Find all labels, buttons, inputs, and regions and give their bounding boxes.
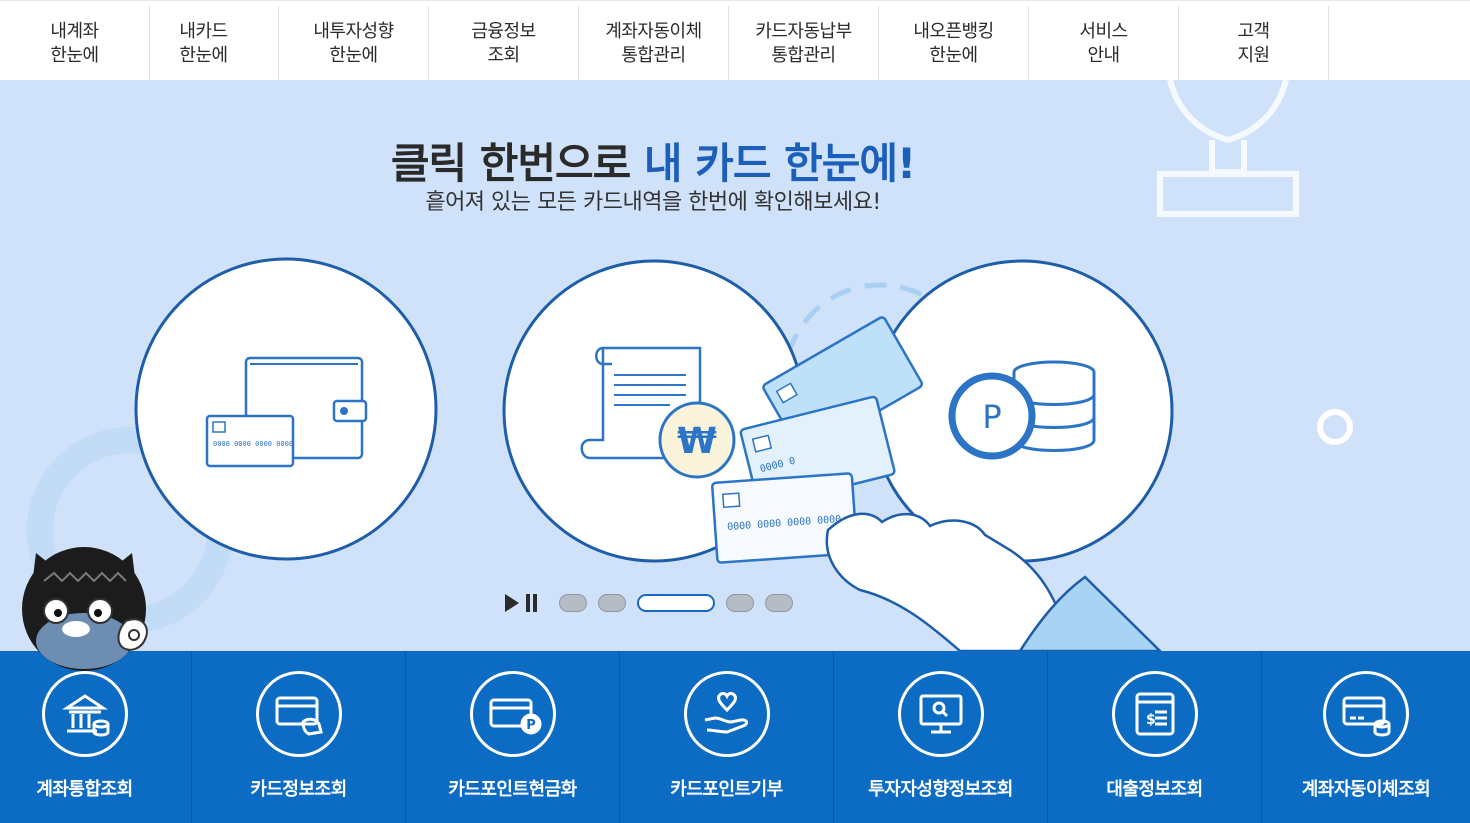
quick-loan-inquiry[interactable]: $ 대출정보조회 bbox=[1048, 651, 1262, 823]
auto-transfer-icon bbox=[1323, 671, 1409, 757]
nav-financial-info[interactable]: 금융정보 조회 bbox=[429, 6, 579, 81]
quick-label: 투자자성향정보조회 bbox=[868, 779, 1013, 800]
nav-label: 내계좌 한눈에 bbox=[50, 20, 99, 66]
slide-dot-active[interactable] bbox=[637, 594, 715, 612]
mascot-character bbox=[22, 547, 148, 671]
quick-label: 카드포인트현금화 bbox=[448, 779, 577, 800]
wallet-illustration: 0000 0000 0000 0000 bbox=[134, 257, 438, 561]
heart-hand-icon bbox=[683, 671, 770, 757]
bank-icon bbox=[41, 671, 128, 757]
monitor-search-icon bbox=[897, 671, 984, 757]
point-illustration: P bbox=[870, 259, 1174, 563]
banner-subline: 흩어져 있는 모든 카드내역을 한번에 확인해보세요! bbox=[425, 190, 881, 215]
nav-label: 금융정보 조회 bbox=[471, 20, 536, 66]
slide-dot[interactable] bbox=[765, 594, 793, 612]
slide-dot[interactable] bbox=[726, 594, 754, 612]
quick-label: 계좌자동이체조회 bbox=[1301, 779, 1431, 800]
nav-account-auto-transfer[interactable]: 계좌자동이체 통합관리 bbox=[579, 6, 729, 81]
card-point-icon: P bbox=[469, 671, 556, 757]
nav-open-banking[interactable]: 내오픈뱅킹 한눈에 bbox=[879, 6, 1029, 81]
quick-investment-profile[interactable]: 투자자성향정보조회 bbox=[834, 651, 1048, 823]
nav-label: 서비스 안내 bbox=[1079, 20, 1128, 66]
nav-my-investment-profile[interactable]: 내투자성향 한눈에 bbox=[279, 6, 429, 81]
nav-label: 내오픈뱅킹 한눈에 bbox=[913, 20, 994, 66]
quick-auto-transfer-inquiry[interactable]: 계좌자동이체조회 bbox=[1262, 651, 1470, 823]
loan-document-icon: $ bbox=[1111, 671, 1198, 757]
banner-headline: 클릭 한번으로 내 카드 한눈에! bbox=[0, 130, 1306, 191]
point-letter: P bbox=[982, 398, 1001, 436]
headline-highlight: 내 카드 한눈에! bbox=[643, 139, 916, 188]
nav-service-guide[interactable]: 서비스 안내 bbox=[1029, 6, 1179, 81]
trophy-outline bbox=[1157, 80, 1299, 217]
nav-label: 고객 지원 bbox=[1237, 20, 1270, 66]
quick-label: 계좌통합조회 bbox=[36, 779, 133, 800]
top-navigation: 내계좌 한눈에 내카드 한눈에 내투자성향 한눈에 금융정보 조회 계좌자동이체… bbox=[0, 0, 1470, 81]
slide-dot[interactable] bbox=[598, 594, 626, 612]
card-lookup-icon bbox=[255, 671, 342, 757]
hero-banner: 0000 0000 0000 0000 ₩ P bbox=[0, 80, 1470, 651]
quick-card-point-cash[interactable]: P 카드포인트현금화 bbox=[406, 651, 620, 823]
play-icon[interactable] bbox=[505, 594, 519, 612]
pause-icon[interactable] bbox=[525, 594, 539, 612]
card-fan: 0000 0 0000 0000 0000 0000 bbox=[711, 316, 1162, 651]
quick-card-point-donation[interactable]: 카드포인트기부 bbox=[620, 651, 834, 823]
nav-card-auto-payment[interactable]: 카드자동납부 통합관리 bbox=[729, 6, 879, 81]
slider-controls bbox=[505, 592, 804, 614]
svg-text:$: $ bbox=[1146, 712, 1156, 728]
nav-my-accounts[interactable]: 내계좌 한눈에 bbox=[0, 6, 150, 81]
quick-label: 카드정보조회 bbox=[250, 779, 347, 800]
quick-label: 카드포인트기부 bbox=[670, 779, 783, 800]
quick-account-inquiry[interactable]: 계좌통합조회 bbox=[0, 651, 192, 823]
nav-label: 계좌자동이체 통합관리 bbox=[605, 20, 702, 66]
decor-small-ring bbox=[1317, 409, 1353, 445]
nav-label: 내카드 한눈에 bbox=[179, 20, 228, 66]
nav-label: 내투자성향 한눈에 bbox=[313, 20, 394, 66]
svg-text:P: P bbox=[526, 718, 536, 733]
won-symbol: ₩ bbox=[677, 421, 717, 462]
banner-illustration: 0000 0000 0000 0000 ₩ P bbox=[27, 80, 1353, 651]
wallet-card-number: 0000 0000 0000 0000 bbox=[213, 440, 293, 448]
headline-prefix: 클릭 한번으로 bbox=[390, 139, 644, 188]
quick-card-inquiry[interactable]: 카드정보조회 bbox=[192, 651, 406, 823]
slide-dot[interactable] bbox=[559, 594, 587, 612]
nav-label: 카드자동납부 통합관리 bbox=[755, 20, 852, 66]
nav-my-cards[interactable]: 내카드 한눈에 bbox=[129, 6, 279, 81]
quick-menu: 계좌통합조회 카드정보조회 P 카드포인트현금화 카드포인트기부 bbox=[0, 651, 1470, 823]
nav-customer-support[interactable]: 고객 지원 bbox=[1179, 6, 1329, 81]
quick-label: 대출정보조회 bbox=[1106, 779, 1203, 800]
